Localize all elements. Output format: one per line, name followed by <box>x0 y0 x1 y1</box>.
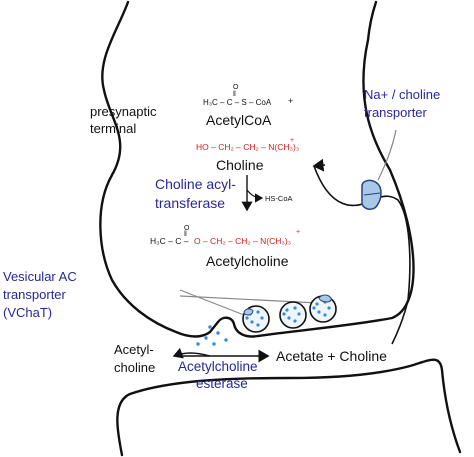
vesicle-3 <box>309 295 337 323</box>
ach-double-bond: ‖ <box>184 231 187 238</box>
na-choline-transporter-label-line1: Na+ / choline <box>364 87 440 102</box>
acetylcoa-label: AcetylCoA <box>206 112 272 128</box>
choline-acyltransferase-label-line2: transferase <box>155 195 225 211</box>
vesicular-transporter-icon <box>318 294 332 303</box>
hscoa-label: HS-CoA <box>265 194 293 203</box>
na-choline-transporter-icon <box>361 179 382 210</box>
esterase-arrow-left <box>172 347 211 359</box>
released-acetylcholine-dots <box>196 325 228 346</box>
acetylcholine-label: Acetylcholine <box>206 253 289 269</box>
acetylcoa-double-bond: ‖ <box>233 91 236 98</box>
acetylcoa-plus: + <box>288 96 293 106</box>
transporter-pointer-line <box>377 129 397 181</box>
choline-formula: HO – CH₂ – CH₂ – N(CH₃)₃ <box>196 142 299 152</box>
terminal-label: terminal <box>90 121 136 136</box>
acetyl-choline-label-line2: choline <box>114 360 155 375</box>
acetyl-choline-label-line1: Acetyl- <box>114 342 154 357</box>
ach-oxygen: O <box>184 225 190 232</box>
choline-charge: + <box>290 137 294 144</box>
ach-formula-left: H₃C – C – <box>150 236 189 246</box>
vchat-label-line3: (VChaT) <box>3 305 52 320</box>
vesicular-transporter-icon-2 <box>243 308 254 316</box>
presynaptic-label: presynaptic <box>90 104 157 119</box>
postsynaptic-membrane-outline <box>116 358 462 457</box>
vchat-label-line2: transporter <box>3 287 67 302</box>
vchat-pointer-line <box>179 289 245 316</box>
acetylcholine-esterase-label-line2: esterase <box>196 376 248 391</box>
choline-label: Choline <box>216 157 264 173</box>
ach-formula-right: O – CH₂ – CH₂ – N(CH₃)₃ <box>194 236 291 246</box>
acetylcholine-esterase-label-line1: Acetylcholine <box>178 359 258 374</box>
presynaptic-membrane-outline <box>99 0 415 338</box>
acetate-choline-label: Acetate + Choline <box>276 348 387 364</box>
choline-reuptake-arrow <box>312 158 326 172</box>
na-choline-transporter-label-line2: transporter <box>364 105 428 120</box>
choline-reuptake-line <box>313 165 411 345</box>
hscoa-branch-arrow <box>246 189 264 203</box>
choline-acyltransferase-label-line1: Choline acyl- <box>155 176 236 192</box>
acetylcoa-oxygen: O <box>233 84 239 91</box>
vchat-label-line1: Vesicular AC <box>3 269 77 284</box>
acetylcoa-formula: H₃C – C – S – CoA <box>203 98 272 107</box>
ach-charge: + <box>296 229 300 236</box>
vesicle-2 <box>279 301 307 329</box>
